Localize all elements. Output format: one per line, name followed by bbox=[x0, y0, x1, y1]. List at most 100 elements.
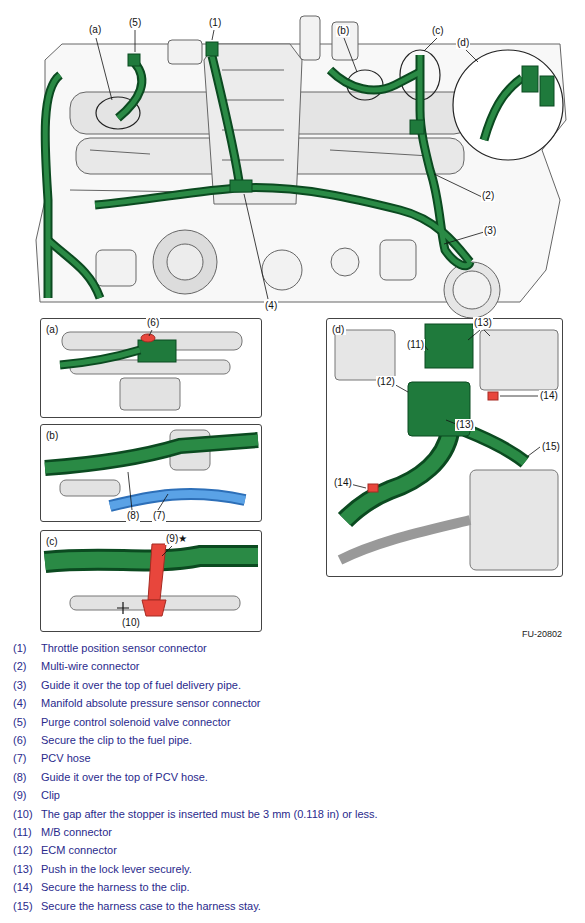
panel-label: (a) bbox=[44, 324, 60, 335]
panel-d-drawing bbox=[340, 520, 470, 560]
engine-body bbox=[153, 230, 217, 294]
detail-panel: (a) bbox=[40, 318, 262, 418]
connector bbox=[540, 76, 554, 106]
leader-line bbox=[444, 232, 484, 244]
harness bbox=[118, 62, 142, 118]
harness bbox=[330, 70, 420, 90]
harness bbox=[420, 55, 470, 266]
engine-body bbox=[96, 250, 136, 286]
legend-text: Purge control solenoid valve connector bbox=[40, 716, 232, 729]
callout-number: (7) bbox=[152, 510, 166, 522]
panel-b-drawing bbox=[45, 440, 258, 468]
legend-text: Guide it over the top of fuel delivery p… bbox=[40, 679, 242, 692]
leader-line bbox=[149, 330, 152, 336]
panel-d-drawing bbox=[345, 432, 450, 520]
leader-line bbox=[424, 38, 437, 51]
callout-number: (14) bbox=[333, 477, 353, 489]
detail-panel: (b) bbox=[40, 424, 262, 522]
legend-text: (1) bbox=[12, 642, 27, 655]
legend-text: The gap after the stopper is inserted mu… bbox=[40, 808, 379, 821]
harness bbox=[212, 56, 240, 188]
panel-c-drawing bbox=[117, 602, 129, 614]
leader-line bbox=[528, 447, 540, 456]
legend-text: Secure the harness to the clip. bbox=[40, 881, 191, 894]
panel-d-drawing bbox=[335, 324, 558, 570]
legend-text: Clip bbox=[40, 789, 61, 802]
legend-text: Push in the lock lever securely. bbox=[40, 863, 193, 876]
panel-b-drawing bbox=[45, 430, 258, 506]
panel-a-drawing bbox=[120, 378, 180, 410]
leader-line bbox=[128, 472, 132, 510]
leader-line bbox=[434, 174, 482, 197]
engine-body bbox=[204, 44, 302, 204]
panel-a-drawing bbox=[138, 340, 176, 362]
leader-line bbox=[468, 330, 490, 340]
panel-b-drawing bbox=[45, 440, 258, 468]
leader-line bbox=[500, 396, 538, 397]
harness bbox=[118, 62, 142, 118]
panel-d-drawing bbox=[465, 430, 525, 462]
leader-line bbox=[162, 546, 172, 556]
panel-d-drawing bbox=[465, 430, 525, 462]
figure-id: FU-20802 bbox=[521, 628, 563, 640]
callout-number: (1) bbox=[208, 17, 222, 29]
engine-body bbox=[168, 40, 202, 64]
panel-c-drawing bbox=[45, 544, 258, 616]
legend-text: (12) bbox=[12, 844, 34, 857]
engine-body bbox=[36, 44, 566, 302]
panel-c-drawing bbox=[142, 600, 166, 616]
leader-line bbox=[466, 50, 478, 62]
panel-label: (b) bbox=[44, 430, 60, 441]
callout-number: (d) bbox=[456, 37, 470, 49]
legend-text: Guide it over the top of PCV hose. bbox=[40, 771, 209, 784]
panel-d-drawing bbox=[480, 330, 558, 390]
legend-text: (11) bbox=[12, 826, 33, 839]
legend-text: M/B connector bbox=[40, 826, 113, 839]
detail-panel: (c) bbox=[40, 530, 262, 632]
harness bbox=[45, 55, 522, 298]
legend-text: Throttle position sensor connector bbox=[40, 642, 208, 655]
panel-d-drawing bbox=[368, 484, 378, 492]
legend-text: (7) bbox=[12, 752, 27, 765]
panel-b-drawing bbox=[60, 480, 120, 496]
detail-circle bbox=[96, 50, 563, 160]
detail-circle bbox=[453, 50, 563, 160]
callout-number: (5) bbox=[128, 17, 142, 29]
harness bbox=[484, 78, 522, 140]
harness bbox=[48, 240, 100, 298]
callout-number: (8) bbox=[126, 510, 140, 522]
callout-number: (4) bbox=[264, 300, 278, 312]
panel-a-drawing bbox=[141, 334, 155, 342]
panel-a-drawing bbox=[60, 332, 242, 410]
engine-body bbox=[453, 271, 491, 309]
harness bbox=[330, 70, 420, 90]
leader-line bbox=[96, 38, 112, 100]
legend-text: Manifold absolute pressure sensor connec… bbox=[40, 697, 262, 710]
callout-number: (15) bbox=[541, 441, 561, 453]
panel-d-drawing bbox=[470, 470, 558, 570]
callout-number: (12) bbox=[376, 376, 396, 388]
legend-text: (5) bbox=[12, 716, 27, 729]
callout-number: (b) bbox=[336, 25, 350, 37]
leader-line bbox=[212, 30, 214, 40]
legend-text: Secure the harness case to the harness s… bbox=[40, 900, 262, 913]
connector bbox=[230, 180, 252, 192]
leader-line bbox=[158, 494, 168, 510]
engine-body bbox=[380, 240, 416, 280]
connector bbox=[410, 120, 424, 134]
engine-body bbox=[444, 262, 500, 318]
callout-number: (11) bbox=[406, 339, 425, 351]
legend-text: (4) bbox=[12, 697, 27, 710]
callout-number: (3) bbox=[483, 225, 497, 237]
legend-text: Secure the clip to the fuel pipe. bbox=[40, 734, 193, 747]
leader-line bbox=[96, 30, 540, 556]
legend-text: (14) bbox=[12, 881, 34, 894]
legend-text: (9) bbox=[12, 789, 27, 802]
harness bbox=[45, 75, 60, 298]
leader-line bbox=[135, 30, 136, 52]
connector bbox=[128, 42, 554, 192]
legend-text: (10) bbox=[12, 808, 34, 821]
